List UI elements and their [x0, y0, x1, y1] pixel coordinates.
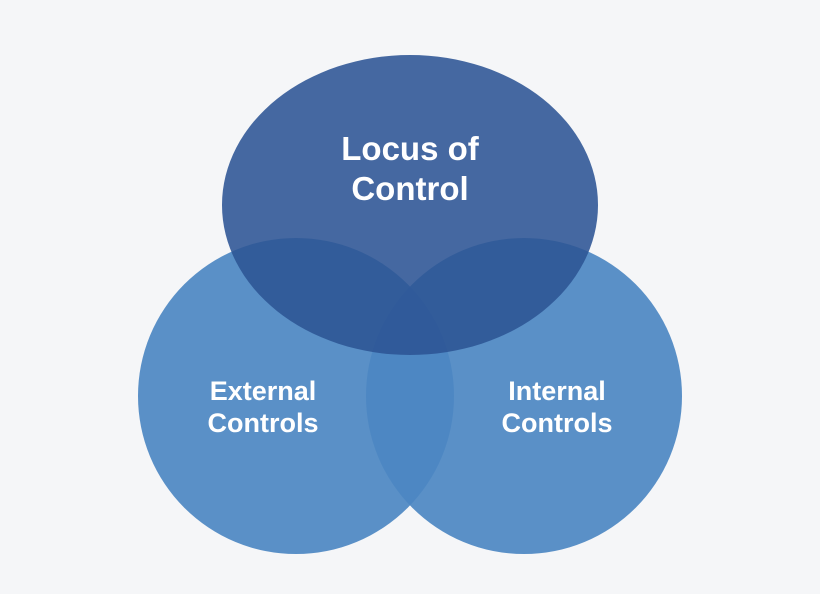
locus-of-control-label-line2: Control: [351, 170, 468, 207]
locus-of-control-label-line1: Locus of: [341, 130, 480, 167]
external-controls-label-line1: External: [210, 376, 317, 406]
internal-controls-label-line1: Internal: [508, 376, 606, 406]
external-controls-label-line2: Controls: [208, 408, 319, 438]
internal-controls-label-line2: Controls: [502, 408, 613, 438]
locus-of-control-ellipse: [222, 55, 598, 355]
